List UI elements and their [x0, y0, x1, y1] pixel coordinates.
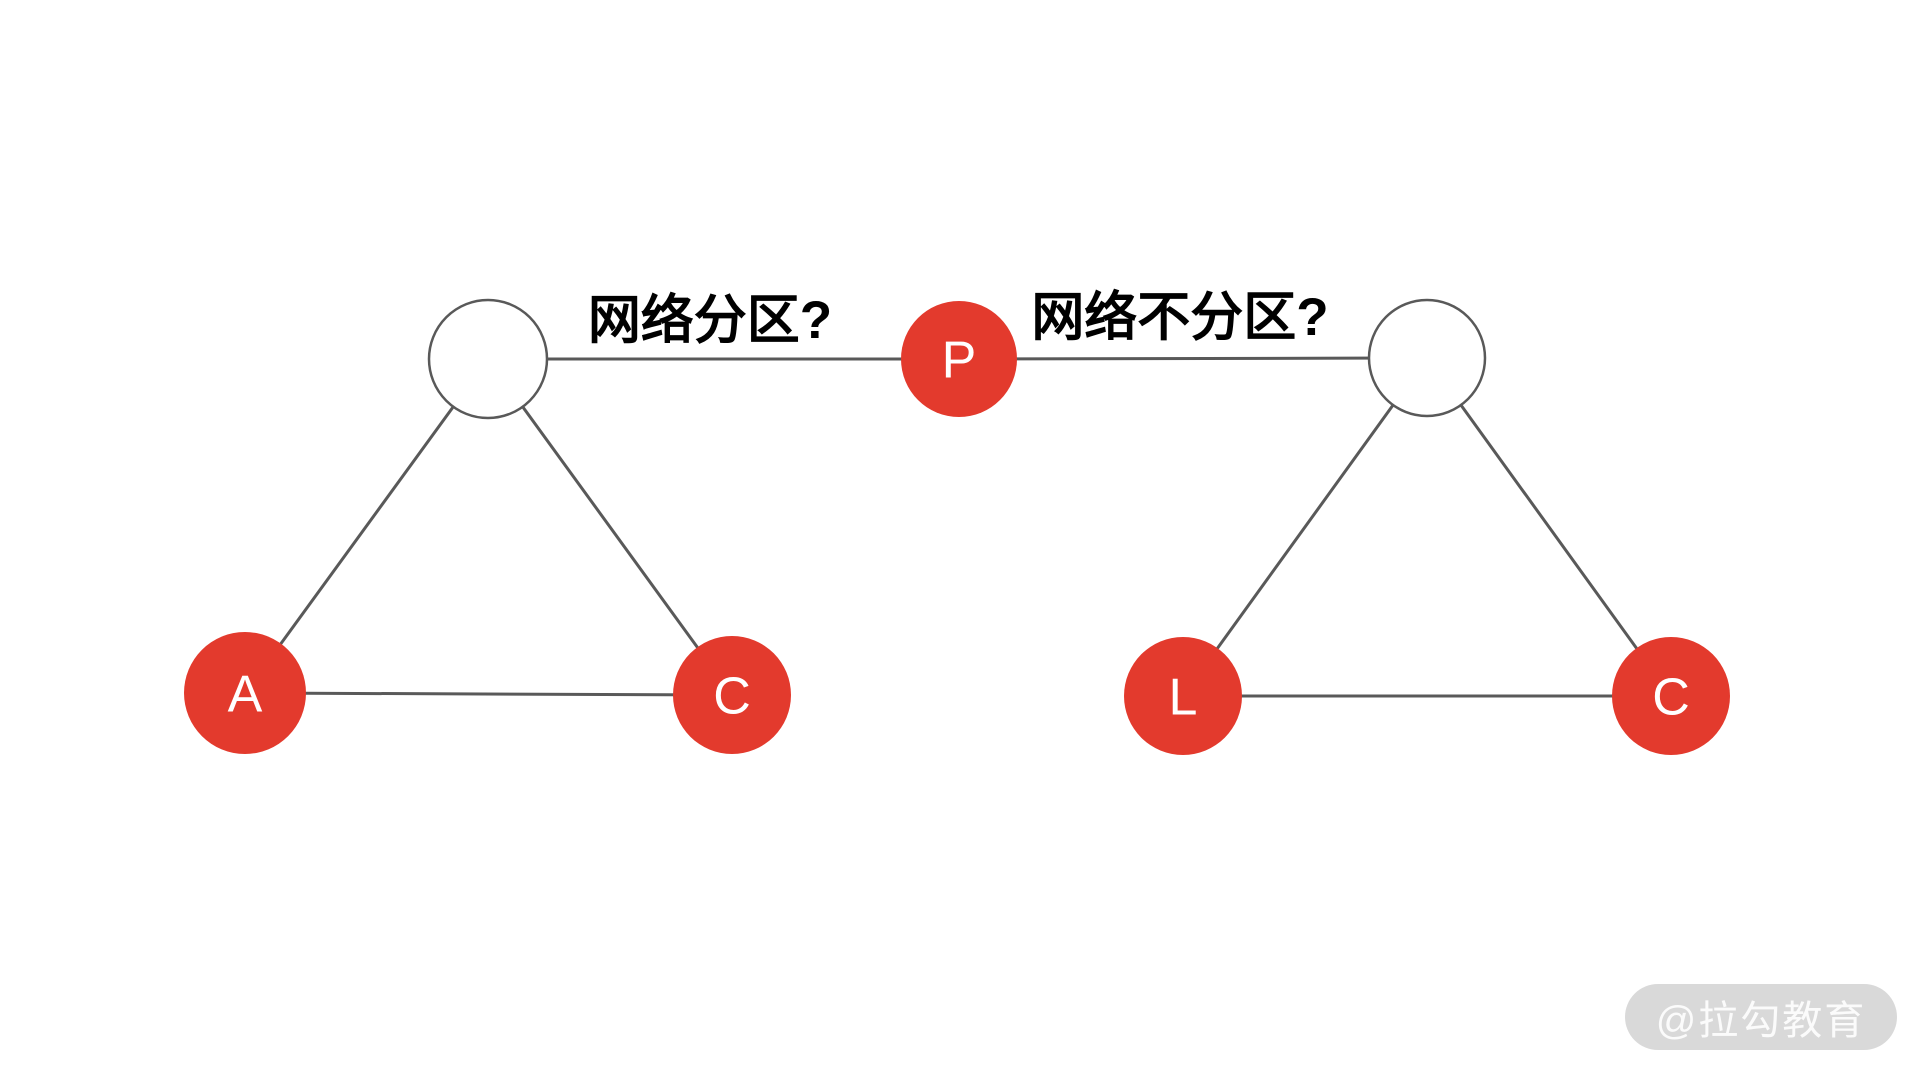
node-label-c-left-node: C [713, 668, 751, 726]
node-p-node: P [901, 301, 1017, 417]
questions-layer: 网络分区? 网络不分区? [588, 287, 1329, 350]
edge-left-root-a-node [243, 358, 490, 694]
node-l-node: L [1124, 637, 1242, 755]
node-circle-left-root [427, 298, 549, 420]
right-question: 网络不分区? [1031, 287, 1328, 347]
node-circle-a-node [184, 632, 306, 754]
watermark-text: @拉勾教育 [1655, 999, 1867, 1043]
edge-left-root-c-left-node [486, 358, 734, 696]
nodes-layer: P A C L C [184, 298, 1730, 755]
node-label-p-node: P [942, 332, 977, 390]
node-left-root [427, 298, 549, 420]
node-right-root [1367, 298, 1487, 418]
node-label-c-right-node: C [1652, 669, 1690, 727]
node-circle-l-node [1124, 637, 1242, 755]
edge-p-node-right-root [958, 356, 1428, 361]
node-c-left-node: C [673, 636, 791, 754]
edge-right-root-c-right-node [1425, 357, 1673, 697]
node-label-a-node: A [228, 666, 263, 724]
edges-layer [243, 356, 1673, 698]
edge-a-node-c-left-node [244, 691, 733, 697]
node-circle-c-right-node [1612, 637, 1730, 755]
node-a-node: A [184, 632, 306, 754]
node-circle-p-node [901, 301, 1017, 417]
left-question: 网络分区? [588, 290, 832, 350]
node-label-l-node: L [1169, 669, 1198, 727]
edge-right-root-l-node [1181, 357, 1429, 697]
node-c-right-node: C [1612, 637, 1730, 755]
node-circle-right-root [1367, 298, 1487, 418]
watermark-badge: @拉勾教育 [1625, 984, 1897, 1050]
node-circle-c-left-node [673, 636, 791, 754]
